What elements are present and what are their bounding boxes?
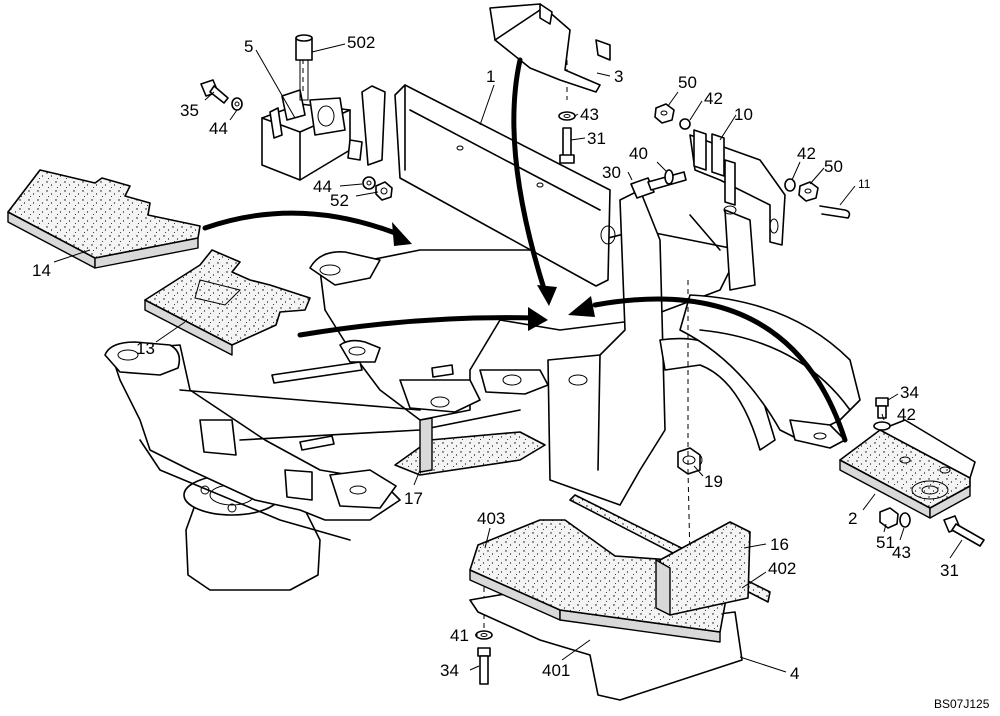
callout-40: 40 bbox=[629, 144, 648, 163]
part-30-bolt bbox=[630, 171, 687, 199]
part-41-washer bbox=[475, 630, 493, 640]
callout-401: 401 bbox=[542, 661, 570, 680]
part-2-plate bbox=[839, 419, 976, 519]
callout-502: 502 bbox=[347, 33, 375, 52]
part-502-sensor bbox=[295, 34, 313, 101]
callout-44-left: 44 bbox=[209, 119, 228, 138]
callout-14: 14 bbox=[32, 261, 51, 280]
part-50-nut-right bbox=[798, 181, 819, 202]
callout-42-left: 42 bbox=[704, 89, 723, 108]
callout-42-plate: 42 bbox=[897, 405, 916, 424]
callout-41: 41 bbox=[450, 626, 469, 645]
callout-31-top: 31 bbox=[587, 129, 606, 148]
callout-43-top: 43 bbox=[580, 105, 599, 124]
part-31-bolt-right bbox=[943, 515, 985, 547]
callout-19: 19 bbox=[704, 472, 723, 491]
part-52-nut bbox=[375, 181, 393, 201]
part-44-washer-center bbox=[362, 176, 376, 190]
part-34-bolt-right bbox=[875, 397, 889, 419]
callout-3: 3 bbox=[614, 67, 623, 86]
centerline-19 bbox=[687, 280, 691, 561]
callout-4: 4 bbox=[790, 664, 799, 683]
callout-11: 11 bbox=[858, 177, 871, 191]
part-42-washer-plate bbox=[873, 421, 891, 431]
part-42-washer-right bbox=[784, 178, 796, 192]
callout-44-center: 44 bbox=[313, 177, 332, 196]
part-14-pad bbox=[7, 169, 201, 269]
callout-42-right: 42 bbox=[797, 144, 816, 163]
assembly-arrows bbox=[202, 57, 848, 443]
callout-1: 1 bbox=[486, 67, 495, 86]
callout-31-right: 31 bbox=[940, 561, 959, 580]
part-3-bracket bbox=[489, 3, 611, 93]
callout-13: 13 bbox=[136, 339, 155, 358]
part-40-washer bbox=[664, 169, 674, 185]
callout-402: 402 bbox=[768, 559, 796, 578]
drawing-code: BS07J125 bbox=[934, 697, 990, 711]
callout-16: 16 bbox=[770, 535, 789, 554]
callout-leaders bbox=[53, 43, 963, 673]
callout-labels: 502 5 35 44 44 52 1 3 43 31 50 42 10 40 … bbox=[32, 33, 990, 711]
callout-10: 10 bbox=[734, 105, 753, 124]
part-10-bracket bbox=[689, 129, 786, 246]
part-43-washer-top bbox=[558, 111, 576, 121]
part-34-bolt-bottom bbox=[477, 647, 491, 685]
callout-403: 403 bbox=[477, 509, 505, 528]
part-43-washer-plate bbox=[899, 512, 911, 528]
main-chassis-frame bbox=[104, 84, 861, 591]
callout-43-plate: 43 bbox=[892, 543, 911, 562]
part-11-pin bbox=[819, 205, 851, 219]
callout-30: 30 bbox=[602, 163, 621, 182]
callout-5: 5 bbox=[244, 37, 253, 56]
part-5-component bbox=[261, 89, 363, 181]
part-51-nut bbox=[879, 507, 899, 529]
callout-50-left: 50 bbox=[678, 73, 697, 92]
part-42-washer-left bbox=[679, 118, 691, 130]
part-31-bolt-top bbox=[559, 127, 575, 164]
part-16-block bbox=[655, 521, 751, 616]
callout-34-bottom: 34 bbox=[440, 661, 459, 680]
callout-2: 2 bbox=[848, 509, 857, 528]
part-50-nut-left bbox=[654, 103, 675, 124]
part-17-plate bbox=[394, 417, 546, 476]
callout-50-right: 50 bbox=[824, 157, 843, 176]
callout-51: 51 bbox=[876, 533, 895, 552]
callout-52: 52 bbox=[330, 191, 349, 210]
callout-34-right: 34 bbox=[900, 383, 919, 402]
callout-35-top: 35 bbox=[180, 101, 199, 120]
part-19-hex-nut bbox=[677, 447, 701, 475]
part-44-washer-left bbox=[231, 97, 243, 111]
part-13-pad bbox=[144, 249, 311, 356]
callout-17: 17 bbox=[404, 489, 423, 508]
